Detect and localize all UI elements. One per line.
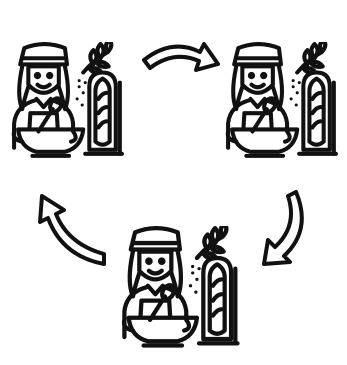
baker-node-top-left: [14, 40, 122, 156]
baker-icon: [228, 40, 336, 156]
curved-arrow-icon: [144, 44, 218, 70]
curved-arrow-icon: [264, 192, 302, 264]
curved-arrow-icon: [40, 196, 104, 264]
baker-icon: [124, 224, 237, 346]
baker-node-bottom-center: [124, 224, 237, 346]
baker-node-top-right: [228, 40, 336, 156]
baker-icon: [14, 40, 122, 156]
